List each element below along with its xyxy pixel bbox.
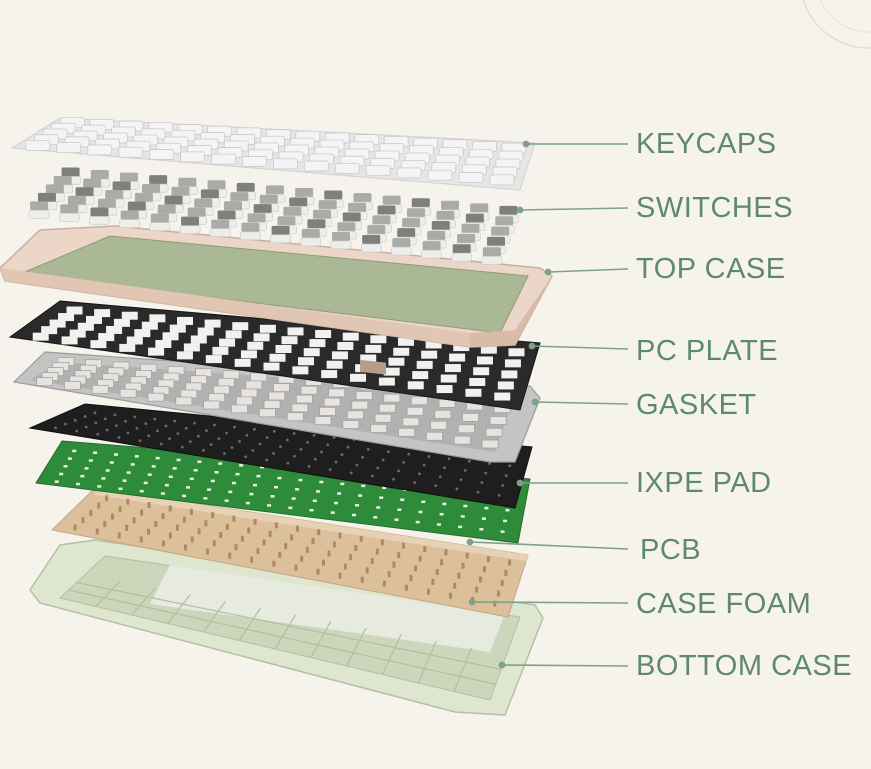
label-pcb: PCB bbox=[640, 534, 702, 566]
label-keycaps: KEYCAPS bbox=[636, 128, 777, 160]
label-case-foam: CASE FOAM bbox=[636, 588, 812, 620]
case-foam-layer bbox=[50, 487, 529, 618]
label-top-case: TOP CASE bbox=[636, 253, 786, 285]
top-case-layer bbox=[0, 225, 553, 375]
label-bottom-case: BOTTOM CASE bbox=[636, 650, 853, 682]
keycaps-layer bbox=[10, 117, 536, 191]
leader-lines bbox=[466, 140, 629, 669]
label-gasket: GASKET bbox=[636, 389, 757, 421]
label-ixpe-pad: IXPE PAD bbox=[636, 467, 772, 499]
pc-plate-layer bbox=[8, 300, 541, 411]
switches-layer bbox=[28, 167, 519, 265]
label-pc-plate: PC PLATE bbox=[636, 335, 779, 367]
bottom-case-layer bbox=[29, 539, 544, 716]
label-switches: SWITCHES bbox=[636, 192, 794, 224]
